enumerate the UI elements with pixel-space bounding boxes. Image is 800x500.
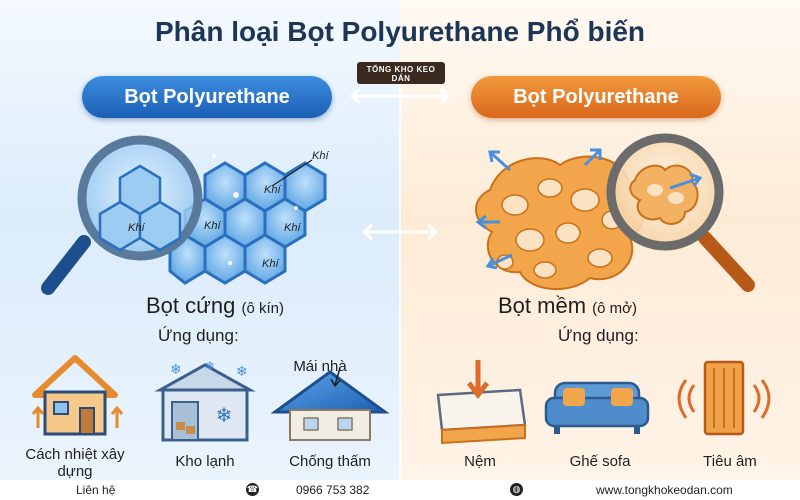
rigid-usage-title: Ứng dụng: [158, 326, 239, 345]
flexible-foam-pill: Bọt Polyurethane [471, 76, 721, 118]
foam-illustration: ❄ ❄ ❄ ❄ [31, 87, 771, 445]
svg-text:❄: ❄ [216, 403, 233, 427]
house-insulation-icon [31, 355, 124, 436]
page-title: Phân loại Bọt Polyurethane Phổ biến [154, 16, 646, 47]
svg-text:❄: ❄ [236, 364, 248, 380]
app-label-acoustic: Tiêu âm [703, 453, 757, 470]
logo-text: TỔNG KHO KEO DÁN [366, 65, 436, 83]
magnifier-left-icon [41, 135, 203, 295]
khi-label: Khí [204, 220, 221, 232]
contact-label: Liên hệ [76, 483, 116, 497]
rigid-foam-label: Bọt cứng (ô kín) [146, 293, 284, 319]
svg-text:❄: ❄ [205, 359, 215, 373]
acoustic-panel-icon [677, 360, 771, 436]
roof-waterproof-icon [270, 367, 390, 441]
flexible-foam-note: (ô mở) [592, 300, 637, 317]
phone-number[interactable]: 0966 753 382 [296, 483, 370, 497]
magnifier-right-icon [606, 133, 755, 292]
double-arrow-top-icon [349, 87, 451, 105]
globe-icon: ◍ [510, 483, 523, 496]
khi-label: Khí [264, 184, 281, 196]
airflow-arrows-icon [475, 148, 602, 270]
app-label-cold-storage: Kho lạnh [175, 453, 235, 470]
footer-bar: Liên hệ ☎ 0966 753 382 ◍ www.tongkhokeod… [0, 480, 800, 500]
khi-label: Khí [128, 222, 145, 234]
cold-storage-icon: ❄ ❄ ❄ ❄ [154, 359, 256, 442]
khi-label: Khí [284, 222, 301, 234]
rigid-foam-name: Bọt cứng [146, 293, 236, 318]
svg-text:❄: ❄ [170, 362, 182, 378]
center-divider [399, 60, 401, 480]
brand-logo: TỔNG KHO KEO DÁN [357, 62, 445, 84]
khi-label: Khí [262, 258, 279, 270]
app-label-waterproof: Chống thấm [289, 453, 371, 470]
flexible-foam-name: Bọt mềm [498, 293, 587, 318]
website-link[interactable]: www.tongkhokeodan.com [596, 483, 733, 497]
flexible-usage-title: Ứng dụng: [558, 326, 639, 345]
open-cell-holes [496, 178, 623, 279]
rigid-foam-pill: Bọt Polyurethane [82, 76, 332, 118]
roof-label: Mái nhà [293, 358, 347, 375]
khi-callout-label: Khí [312, 150, 329, 162]
khi-pointer-line [271, 159, 313, 187]
mattress-icon [436, 360, 527, 445]
double-arrow-middle-icon [361, 223, 439, 241]
flexible-foam-label: Bọt mềm (ô mở) [498, 293, 637, 319]
sofa-icon [544, 381, 650, 434]
app-label-sofa: Ghế sofa [569, 453, 631, 470]
phone-icon: ☎ [246, 483, 259, 496]
app-label-insulation: Cách nhiệt xây dựng [25, 446, 125, 480]
rigid-foam-note: (ô kín) [241, 300, 284, 317]
app-label-mattress: Nệm [464, 453, 496, 470]
